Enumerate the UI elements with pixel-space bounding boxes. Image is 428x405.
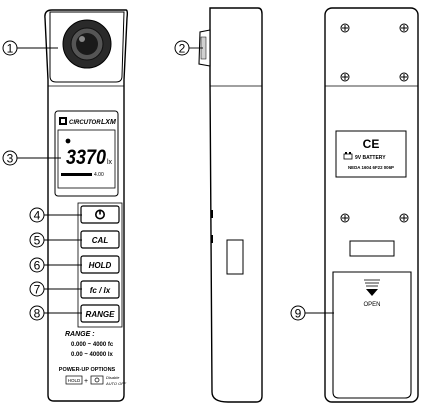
cal-button-label: CAL	[92, 236, 109, 245]
power-up-disable: Disable	[106, 375, 120, 380]
power-button[interactable]	[80, 205, 120, 224]
hold-button[interactable]: HOLD	[80, 255, 120, 274]
svg-text:5: 5	[34, 233, 41, 247]
front-view: CIRCUTOR LXM 3370 lx 4.00 CAL HOLD f	[44, 9, 129, 402]
svg-text:HOLD: HOLD	[68, 378, 81, 383]
callout-1: 1	[2, 40, 58, 56]
svg-text:1: 1	[7, 41, 14, 55]
battery-cover[interactable]	[332, 271, 412, 399]
back-slot	[349, 240, 395, 257]
open-label: OPEN	[363, 302, 380, 308]
svg-text:3: 3	[7, 151, 14, 165]
callout-4: 4	[29, 207, 82, 223]
svg-text:2: 2	[179, 41, 186, 55]
callout-3: 3	[2, 150, 61, 166]
power-up-title: POWER-UP OPTIONS	[59, 367, 116, 373]
screw-icon	[340, 23, 350, 33]
lcd-unit: lx	[107, 159, 113, 166]
callout-2: 2	[174, 40, 203, 56]
range-button-label: RANGE	[86, 310, 116, 319]
fc-lx-button[interactable]: fc / lx	[80, 280, 120, 299]
screw-icon	[340, 213, 350, 223]
svg-text:4: 4	[34, 208, 41, 222]
bar-graph	[61, 173, 92, 176]
range-line-lx: 0.00 ~ 40000 lx	[71, 352, 114, 358]
model-name: LXM	[101, 119, 116, 126]
side-slot	[226, 239, 244, 275]
svg-text:8: 8	[34, 306, 41, 320]
power-up-auto-off: AUTO OFF	[105, 381, 127, 386]
power-up-power-key	[90, 375, 104, 385]
callout-6: 6	[29, 257, 82, 273]
indicator-dot	[65, 138, 71, 144]
callout-8: 8	[29, 305, 82, 321]
power-up-plus: +	[84, 378, 88, 385]
side-view	[198, 7, 263, 403]
range-title: RANGE :	[65, 331, 95, 338]
open-arrow-icon	[364, 279, 380, 296]
back-view: CE 9V BATTERY NEDA 1604 6F22 006P OPEN	[324, 7, 419, 403]
callout-5: 5	[29, 232, 82, 248]
range-line-fc: 0.000 ~ 4000 fc	[71, 342, 114, 348]
lcd-reading: 3370	[66, 146, 106, 169]
callout-9: 9	[290, 305, 334, 321]
brand-name: CIRCUTOR	[69, 120, 101, 126]
side-body	[209, 7, 263, 403]
screw-icon	[340, 72, 350, 82]
svg-text:6: 6	[34, 258, 41, 272]
svg-text:9: 9	[295, 306, 302, 320]
ce-mark: CE	[363, 137, 380, 151]
svg-text:7: 7	[34, 282, 41, 296]
screw-icon	[399, 72, 409, 82]
power-up-power-icon	[94, 377, 100, 383]
battery-icon	[343, 152, 353, 160]
screw-icon	[399, 213, 409, 223]
fc-lx-button-label: fc / lx	[90, 286, 111, 295]
power-up-hold-key	[65, 375, 83, 385]
screw-icon	[399, 23, 409, 33]
cal-button[interactable]: CAL	[80, 230, 120, 249]
callout-7: 7	[29, 281, 82, 297]
lcd-sub-label: 4.00	[94, 172, 104, 178]
range-button[interactable]: RANGE	[80, 304, 120, 323]
battery-label: 9V BATTERY	[355, 155, 386, 161]
hold-button-label: HOLD	[89, 261, 112, 270]
neda-label: NEDA 1604 6F22 006P	[348, 165, 394, 170]
